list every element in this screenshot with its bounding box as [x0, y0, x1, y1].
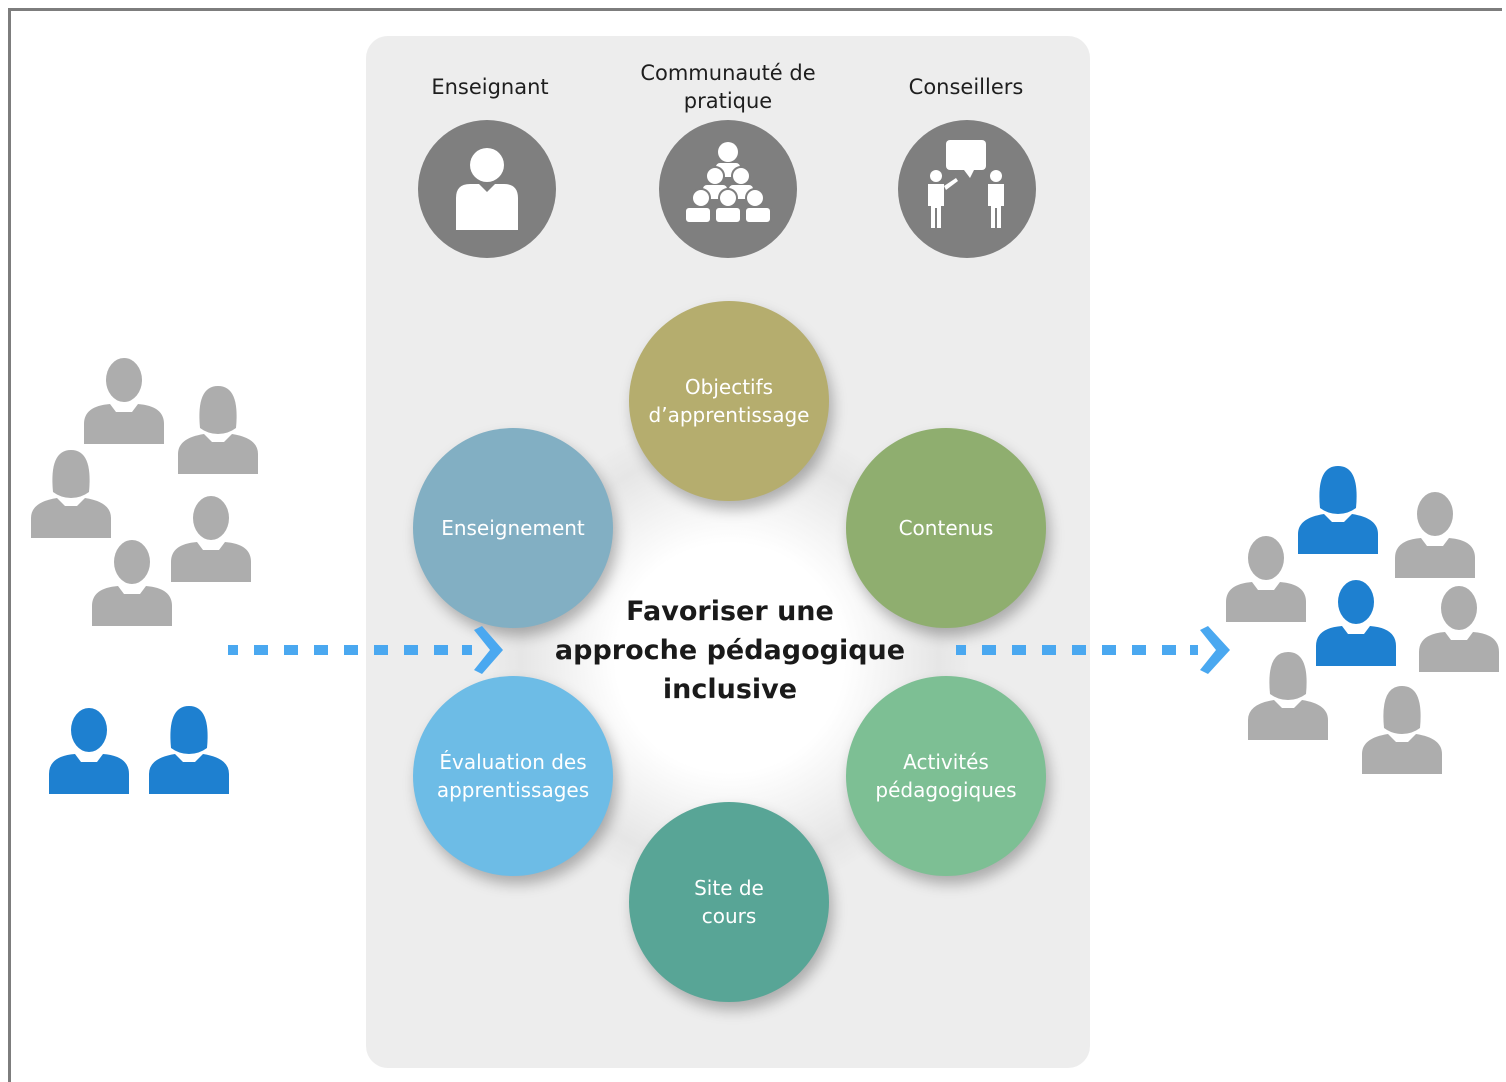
node-site-de-cours-label: Site de cours: [694, 876, 764, 928]
node-contenus-label: Contenus: [898, 516, 994, 540]
person-icon: [31, 450, 111, 538]
center-title: Favoriser une approche pédagogique inclu…: [554, 596, 906, 705]
person-icon: [1419, 586, 1499, 672]
person-icon: [49, 708, 129, 794]
node-site-de-cours: Site de cours: [629, 802, 829, 1002]
advisors-icon: [898, 120, 1036, 258]
node-enseignement: Enseignement: [413, 428, 613, 628]
node-objectifs-label: Objectifs d’apprentissage: [648, 375, 810, 427]
diagram-frame: [8, 8, 1502, 1082]
community-group-icon: [659, 120, 797, 258]
teacher-icon: [418, 120, 556, 258]
output-arrow: [956, 626, 1230, 674]
role-label-advisors: Conseillers: [908, 75, 1024, 99]
participants-left-highlighted: [49, 706, 229, 794]
person-icon: [1395, 492, 1475, 578]
participants-left: [31, 358, 258, 626]
person-icon: [171, 496, 251, 582]
node-activites: Activités pédagogiques: [846, 676, 1046, 876]
node-activites-label: Activités pédagogiques: [875, 750, 1017, 802]
person-icon: [92, 540, 172, 626]
person-icon: [149, 706, 229, 794]
person-icon: [1316, 580, 1396, 666]
node-enseignement-label: Enseignement: [441, 516, 585, 540]
input-arrow: [228, 626, 503, 674]
person-icon: [178, 386, 258, 474]
node-evaluation-label: Évaluation des apprentissages: [436, 750, 590, 802]
person-icon: [84, 358, 164, 444]
person-icon: [1226, 536, 1306, 622]
role-label-teacher: Enseignant: [431, 75, 549, 99]
role-label-community: Communauté de pratique: [640, 61, 816, 113]
person-icon: [1298, 466, 1378, 554]
node-contenus: Contenus: [846, 428, 1046, 628]
node-evaluation: Évaluation des apprentissages: [413, 676, 613, 876]
person-icon: [1362, 686, 1442, 774]
node-objectifs: Objectifs d’apprentissage: [629, 301, 829, 501]
participants-right-highlighted: [1298, 466, 1396, 666]
